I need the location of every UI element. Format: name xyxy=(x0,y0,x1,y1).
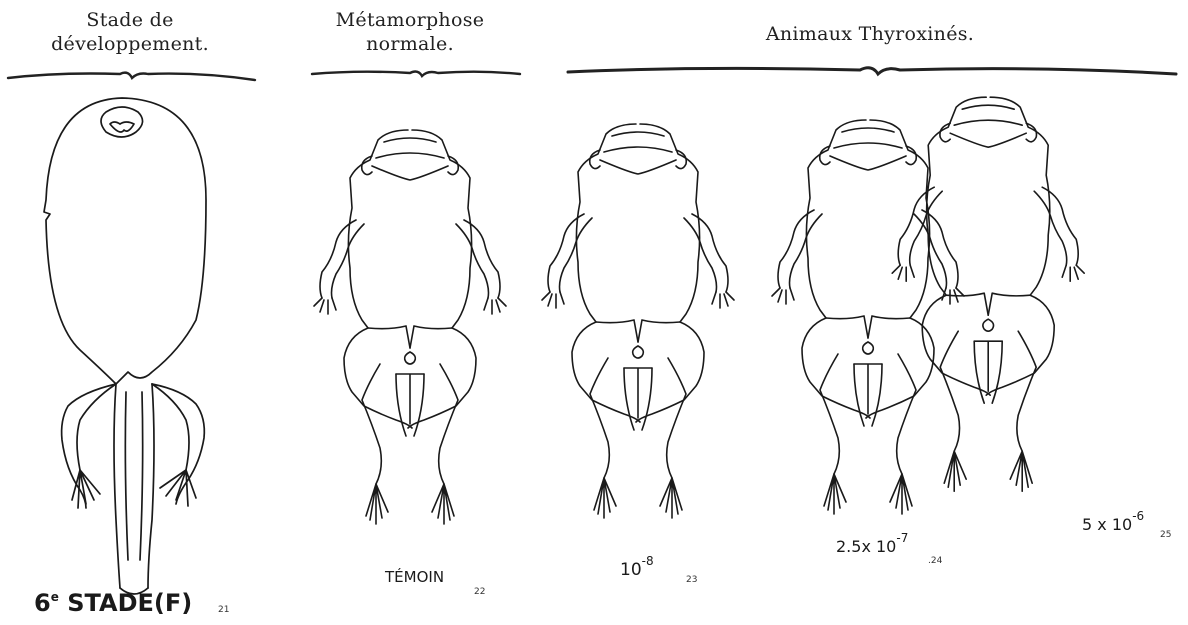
label-21-sup: e xyxy=(51,590,59,604)
label-21-rest: STADE( xyxy=(59,589,165,617)
label-21-close: ) xyxy=(181,589,192,617)
figure-label-25: 5 x 10-6 25 xyxy=(1082,509,1171,540)
header-brace-stage xyxy=(8,73,255,80)
svg-text:2.5x 10-7: 2.5x 10-7 xyxy=(836,531,908,556)
label-25-exp: -6 xyxy=(1132,509,1144,523)
frog-dose-5e-6-drawing xyxy=(892,97,1084,491)
header-brace-normal xyxy=(312,72,520,76)
label-24-plate-number: .24 xyxy=(928,556,943,566)
header-brace-treated xyxy=(568,68,1176,74)
figure-label-23: 10-8 23 xyxy=(620,554,697,585)
figure-label-21: 6e STADE(F) 21 xyxy=(34,589,229,617)
label-22-text: TÉMOIN xyxy=(384,567,444,586)
label-24-base: 2.5x 10 xyxy=(836,537,896,556)
svg-text:5 x 10-6: 5 x 10-6 xyxy=(1082,509,1144,534)
frog-temoin-drawing xyxy=(314,130,506,524)
label-24-exp: -7 xyxy=(896,531,908,545)
label-21-bold: F xyxy=(165,589,181,617)
svg-text:10-8: 10-8 xyxy=(620,554,654,580)
figure-label-22: TÉMOIN 22 xyxy=(384,567,485,597)
label-23-plate-number: 23 xyxy=(686,575,697,585)
stage-tadpole-drawing xyxy=(44,98,206,594)
figure-label-24: 2.5x 10-7 .24 xyxy=(836,531,943,566)
frog-dose-2-5e-7-drawing xyxy=(772,120,964,514)
label-25-plate-number: 25 xyxy=(1160,530,1171,540)
label-21-plate-number: 21 xyxy=(218,605,229,615)
label-23-exp: -8 xyxy=(642,554,654,568)
label-25-base: 5 x 10 xyxy=(1082,515,1132,534)
label-23-base: 10 xyxy=(620,560,642,580)
label-22-plate-number: 22 xyxy=(474,587,485,597)
frog-dose-1e-8-drawing xyxy=(542,124,734,518)
svg-text:6e STADE(F): 6e STADE(F) xyxy=(34,589,192,617)
label-21-number: 6 xyxy=(34,589,51,617)
